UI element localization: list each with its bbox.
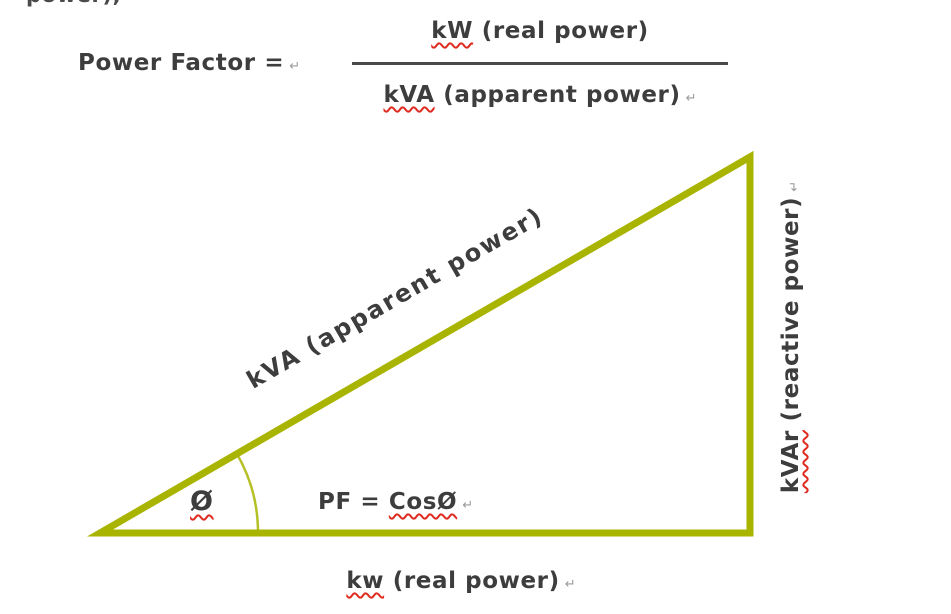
base-rest: (real power) bbox=[384, 568, 560, 594]
return-mark: ↵ bbox=[564, 577, 576, 592]
side-label: kVAr (reactive power) ↵ bbox=[778, 181, 804, 493]
fraction-denominator: kVA (apparent power) ↵ bbox=[352, 82, 728, 108]
top-text-fragment: power), bbox=[26, 0, 156, 9]
return-mark: ↵ bbox=[787, 180, 802, 192]
return-mark: ↵ bbox=[685, 91, 697, 106]
base-flagged-word: kw bbox=[346, 568, 385, 594]
angle-symbol-text: Ø bbox=[190, 486, 214, 517]
numerator-rest: (real power) bbox=[473, 18, 649, 44]
formula-lhs-text: Power Factor = bbox=[78, 50, 285, 76]
fraction-bar bbox=[352, 62, 728, 65]
pf-prefix: PF = bbox=[318, 489, 389, 515]
numerator-flagged-word: kW bbox=[431, 18, 474, 44]
pf-flagged-word: CosØ bbox=[388, 489, 458, 515]
triangle-outline bbox=[86, 150, 754, 537]
denominator-flagged-word: kVA bbox=[383, 82, 435, 108]
top-text-fragment-text: power), bbox=[26, 0, 156, 7]
angle-symbol: Ø bbox=[190, 486, 214, 517]
side-rest: (reactive power) bbox=[778, 196, 804, 431]
denominator-rest: (apparent power) bbox=[434, 82, 681, 108]
pf-equation: PF = CosØ ↵ bbox=[318, 489, 473, 515]
side-flagged-word: kVAr bbox=[778, 430, 804, 494]
base-label: kw (real power) ↵ bbox=[346, 568, 575, 594]
angle-arc bbox=[235, 453, 260, 534]
return-mark: ↵ bbox=[462, 498, 474, 513]
formula-lhs: Power Factor = ↵ bbox=[78, 50, 300, 76]
fraction-numerator: kW (real power) bbox=[352, 18, 728, 44]
return-mark: ↵ bbox=[289, 59, 301, 74]
